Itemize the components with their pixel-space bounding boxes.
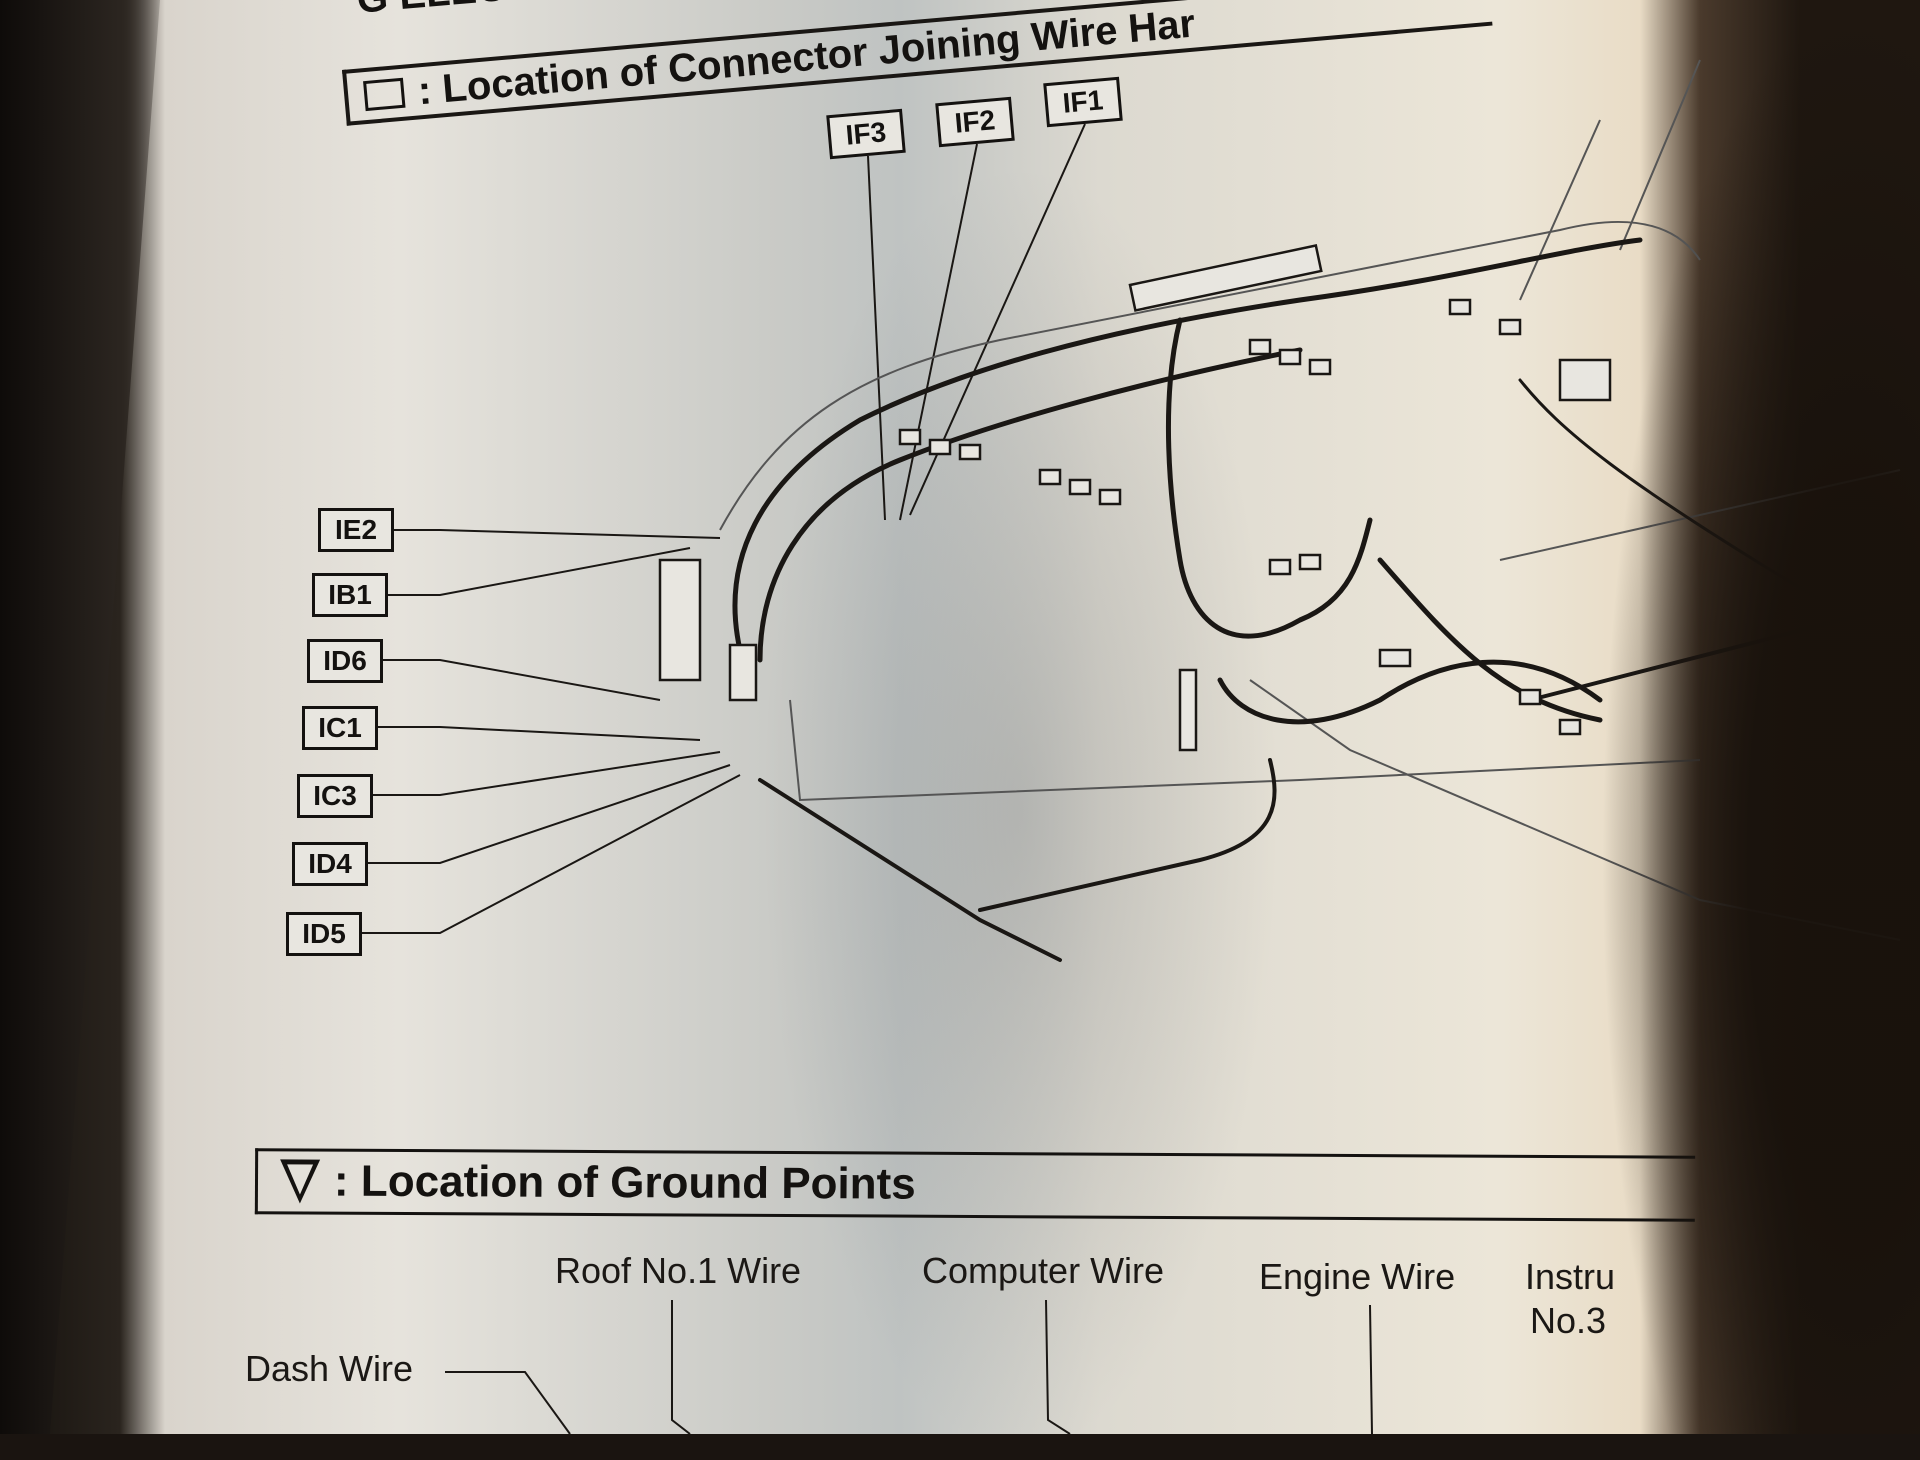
connector-label-id5: ID5 [286, 912, 362, 956]
computer-wire-label: Computer Wire [922, 1250, 1165, 1291]
connector-label-id4: ID4 [292, 842, 368, 886]
connector-blocks [658, 244, 1612, 752]
connector-label-ic3: IC3 [297, 774, 373, 818]
dash-wire-label: Dash Wire [245, 1348, 414, 1389]
instrument-wire-label-line2: No.3 [1530, 1300, 1607, 1341]
roof-wire-label: Roof No.1 Wire [555, 1250, 802, 1291]
connector-label-ib1: IB1 [312, 573, 388, 617]
connector-label-ic1: IC1 [302, 706, 378, 750]
left-leader-lines [362, 529, 741, 934]
connector-label-id6: ID6 [307, 639, 383, 683]
engine-wire-label: Engine Wire [1259, 1256, 1456, 1297]
connector-label-ie2: IE2 [318, 508, 394, 552]
